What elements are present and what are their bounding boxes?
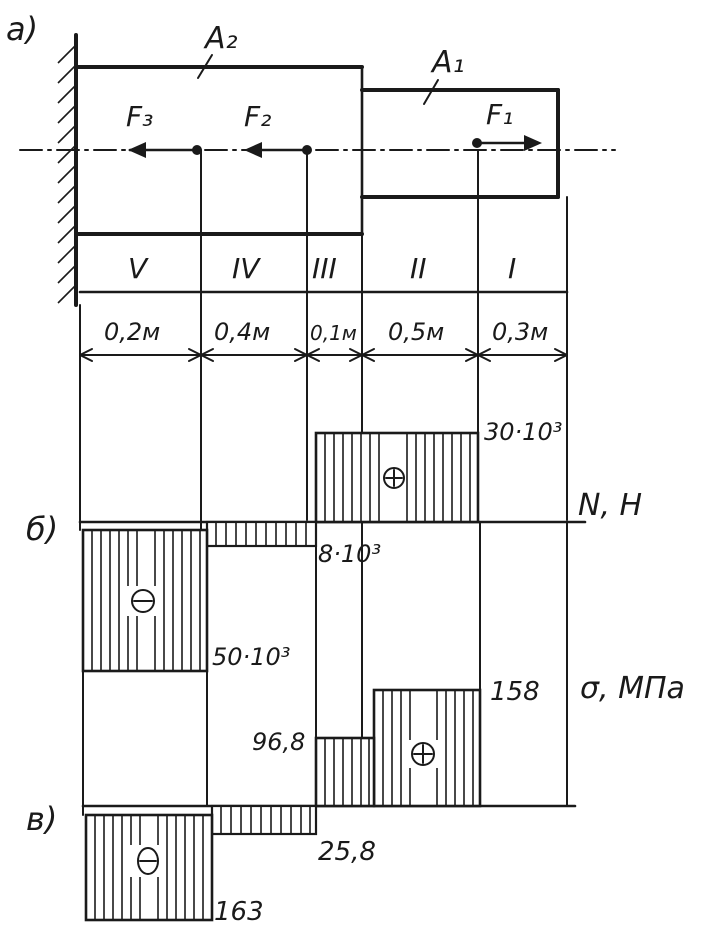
length-label-v: 0,2м <box>104 318 160 346</box>
area-a2-label: A₂ <box>203 21 238 56</box>
length-label-iii: 0,1м <box>310 321 357 345</box>
length-label-i: 0,3м <box>492 318 548 346</box>
section-lines <box>78 149 569 531</box>
sigma-value-258: 25,8 <box>318 837 376 867</box>
bar-segment-a1 <box>360 88 560 199</box>
force-f1: F₁ <box>472 98 542 151</box>
sigma-value-163: 163 <box>214 897 264 927</box>
sigma-value-968: 96,8 <box>252 728 305 756</box>
length-label-ii: 0,5м <box>388 318 444 346</box>
section-iii-label: III <box>312 252 337 285</box>
force-f1-label: F₁ <box>486 98 513 131</box>
n-small-negative-block <box>205 520 318 548</box>
area-a1-label: A₁ <box>430 45 465 80</box>
sigma-258-block <box>210 804 318 836</box>
n-value-30e3: 30·10³ <box>484 418 562 446</box>
panel-label-a: a) <box>6 10 38 48</box>
n-axis-label: N, H <box>578 488 642 523</box>
n-value-8e3: 8·10³ <box>318 540 381 568</box>
force-f3: F₃ <box>126 100 202 158</box>
length-label-iv: 0,4м <box>214 318 270 346</box>
force-f3-label: F₃ <box>126 100 153 133</box>
section-iv-label: IV <box>232 252 261 285</box>
normal-force-diagram <box>78 431 587 816</box>
force-f2-label: F₂ <box>244 100 271 133</box>
section-i-label: I <box>508 252 516 285</box>
sigma-axis-label: σ, МПа <box>580 671 685 706</box>
force-f2: F₂ <box>244 100 312 158</box>
n-value-50e3: 50·10³ <box>212 643 290 671</box>
section-v-label: V <box>128 252 149 285</box>
stress-diagram <box>81 688 577 922</box>
section-ii-label: II <box>410 252 427 285</box>
panel-label-v: в) <box>26 800 57 838</box>
panel-label-b: б) <box>26 510 58 548</box>
fixed-wall-support <box>57 33 78 307</box>
dimension-line <box>79 348 568 362</box>
sigma-value-158: 158 <box>490 677 540 707</box>
